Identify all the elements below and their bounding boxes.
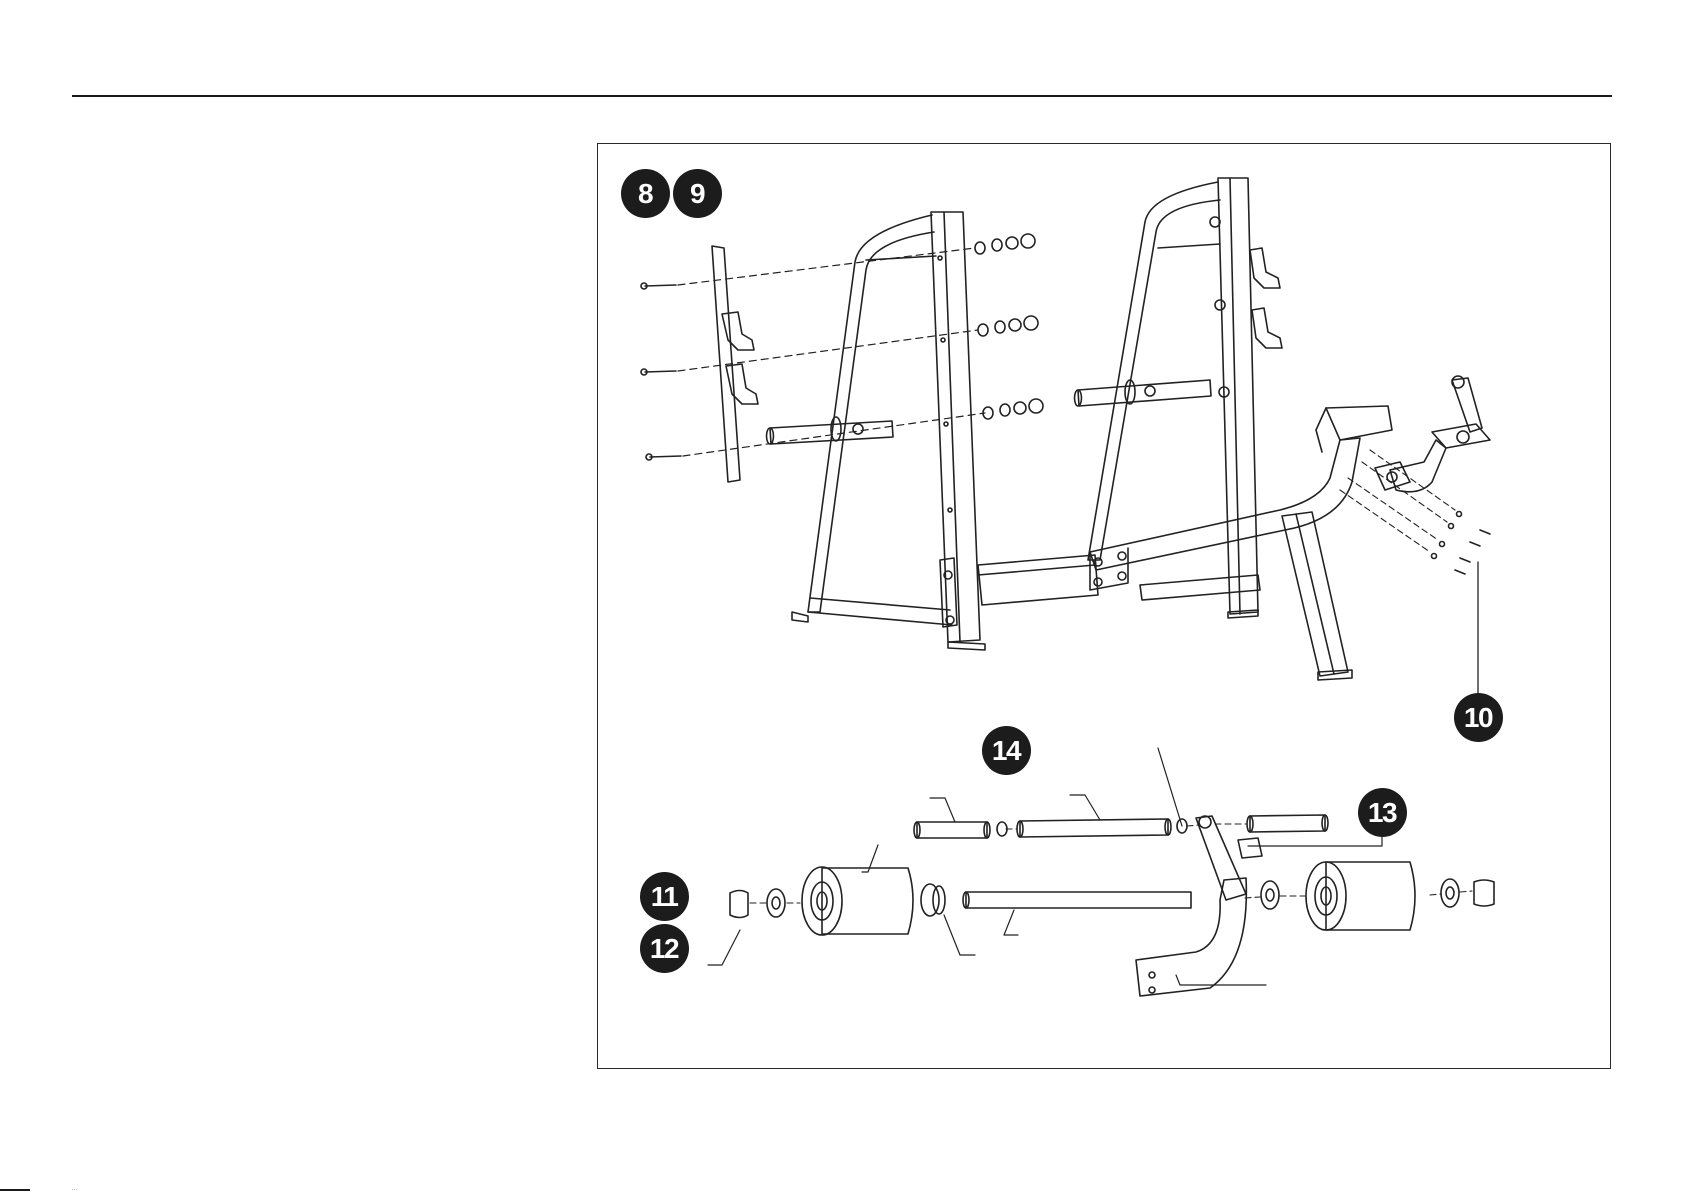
callout-13: 13 bbox=[1358, 788, 1407, 837]
footer-mark bbox=[0, 1189, 30, 1191]
left-upright-frame bbox=[641, 212, 1043, 650]
j-hook-plate bbox=[712, 246, 758, 482]
callout-9: 9 bbox=[673, 169, 722, 218]
roller-assembly bbox=[708, 748, 1494, 996]
bench-beam-and-leg bbox=[1090, 406, 1392, 680]
washer-nut-set-left bbox=[975, 234, 1043, 419]
callout-14: 14 bbox=[982, 726, 1031, 775]
callout-8: 8 bbox=[621, 169, 670, 218]
screw-set bbox=[1432, 512, 1491, 575]
callout-12: 12 bbox=[640, 924, 689, 973]
curl-attachment-top bbox=[1340, 376, 1490, 712]
callout-10: 10 bbox=[1454, 693, 1503, 742]
footer-text: ... bbox=[72, 1186, 78, 1192]
callout-11: 11 bbox=[640, 872, 689, 921]
base-cross-member bbox=[978, 555, 1098, 605]
bolt-set-left bbox=[641, 283, 681, 460]
